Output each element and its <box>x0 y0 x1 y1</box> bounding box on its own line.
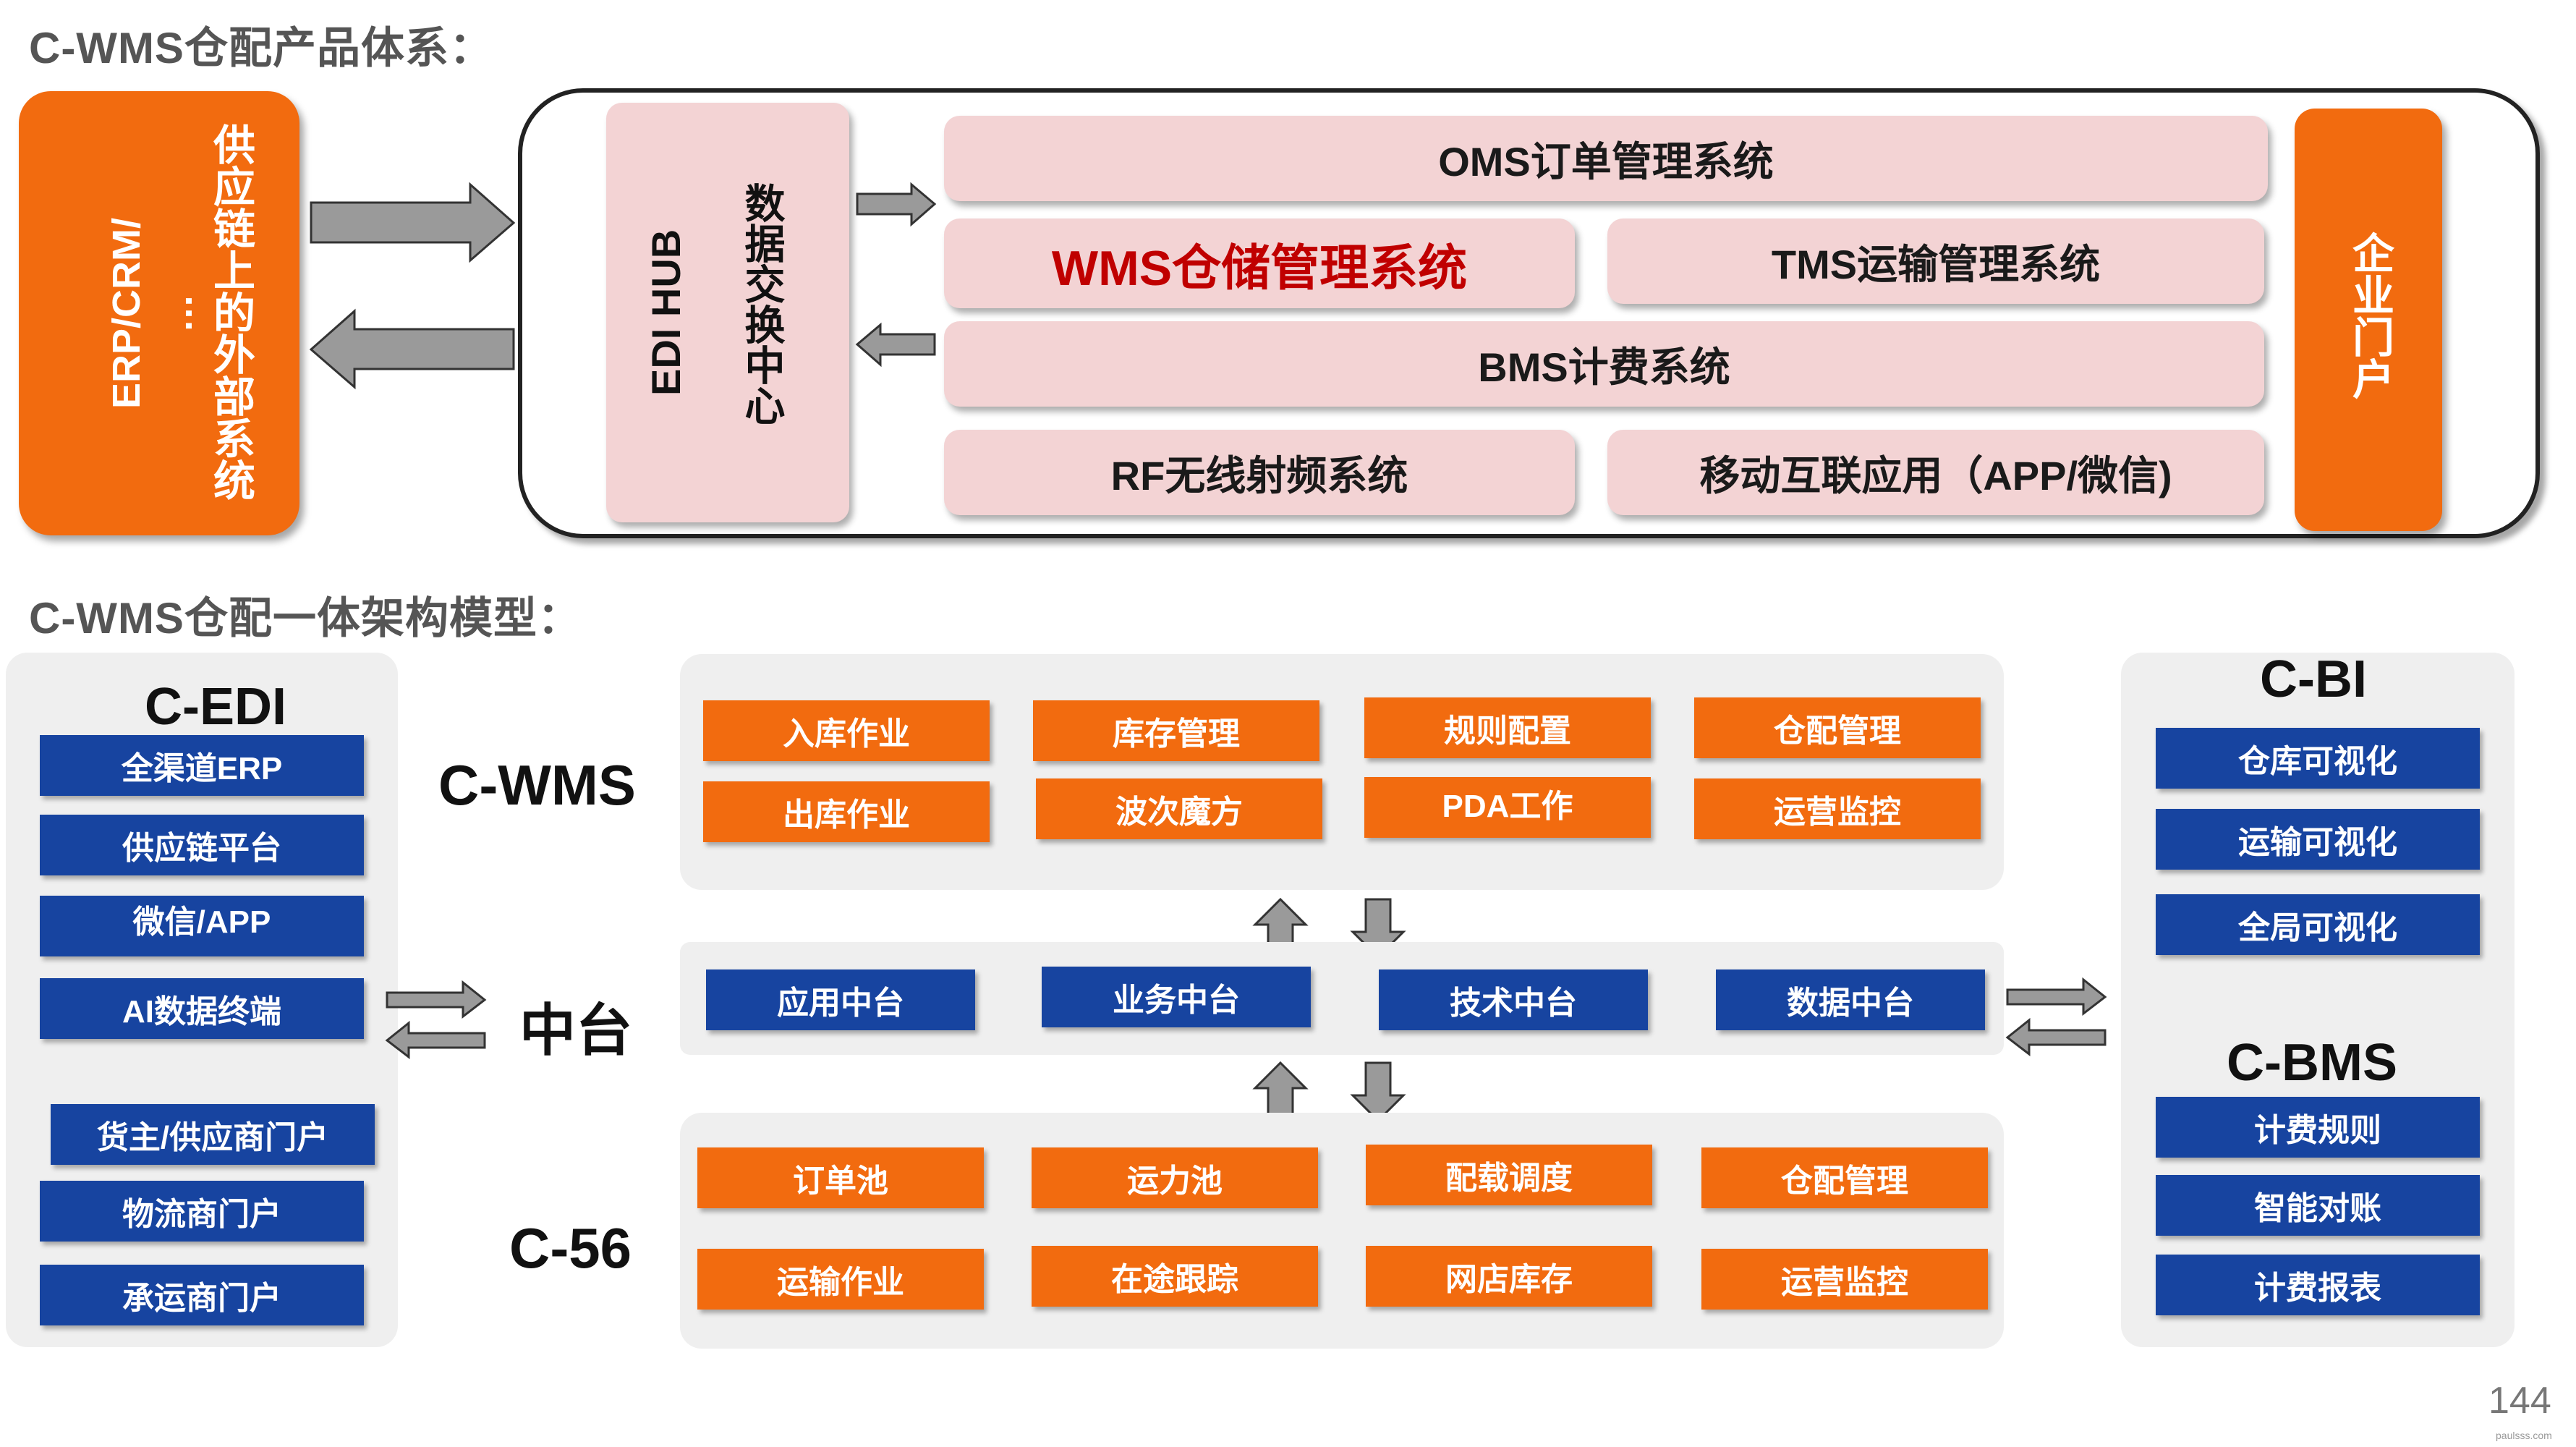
data-exchange-label: 数据交换中心 <box>739 182 785 425</box>
edi-item: AI数据终端 <box>40 978 364 1039</box>
cwms-item: 库存管理 <box>1033 700 1319 761</box>
cwms-item: 出库作业 <box>703 781 990 842</box>
exchange-arrows <box>309 182 516 390</box>
zhongtai-item: 业务中台 <box>1042 967 1311 1027</box>
edi-item: 微信/APP <box>40 896 364 956</box>
c-bms-title: C-BMS <box>2227 1034 2397 1092</box>
c-wms-label: C-WMS <box>438 753 636 817</box>
small-right-arrow-icon <box>856 182 937 227</box>
right-arrow-icon <box>386 980 487 1019</box>
zhongtai-item: 应用中台 <box>706 969 975 1030</box>
c56-item: 运输作业 <box>697 1249 984 1310</box>
small-left-arrow-icon <box>855 322 936 368</box>
enterprise-portal-box: 企业门户 <box>2295 109 2442 531</box>
bi-item: 运输可视化 <box>2156 809 2480 870</box>
zhongtai-item: 数据中台 <box>1716 969 1985 1030</box>
cwms-item: 波次魔方 <box>1036 778 1322 839</box>
cwms-item: 运营监控 <box>1694 778 1981 839</box>
bi-item: 仓库可视化 <box>2156 728 2480 789</box>
zhongtai-label: 中台 <box>519 998 633 1062</box>
c-wms-panel <box>680 654 2004 890</box>
page-number: 144 <box>2488 1380 2551 1422</box>
left-exchange-arrows <box>385 980 487 1060</box>
c-edi-title: C-EDI <box>145 678 286 736</box>
oms-box: OMS订单管理系统 <box>944 116 2268 201</box>
tms-box: TMS运输管理系统 <box>1607 218 2264 304</box>
c56-item: 在途跟踪 <box>1032 1246 1318 1307</box>
right-exchange-arrows <box>2005 977 2107 1057</box>
left-arrow-icon <box>309 308 515 390</box>
c56-item: 仓配管理 <box>1701 1147 1988 1208</box>
c56-item: 网店库存 <box>1366 1246 1652 1307</box>
cwms-item: 入库作业 <box>703 700 990 761</box>
portal-item: 承运商门户 <box>40 1265 364 1325</box>
watermark: paulsss.com <box>2496 1430 2552 1441</box>
wms-box: WMS仓储管理系统 <box>944 218 1575 308</box>
down-arrow-icon <box>1350 1061 1406 1123</box>
external-systems-box: ERP/CRM/ … 供应链上的外部系统 <box>19 91 299 535</box>
up-arrow-icon <box>1252 1061 1309 1122</box>
right-arrow-icon <box>2006 977 2107 1017</box>
cwms-item: 仓配管理 <box>1694 697 1981 758</box>
left-arrow-icon <box>2005 1017 2107 1057</box>
bms-item: 智能对账 <box>2156 1175 2480 1236</box>
section-title-architecture: C-WMS仓配一体架构模型： <box>29 594 582 642</box>
zhongtai-c56-arrows <box>1252 1061 1406 1123</box>
bms-item: 计费规则 <box>2156 1097 2480 1158</box>
ellipsis-label: … <box>157 294 200 333</box>
mobile-app-box: 移动互联应用（APP/微信) <box>1607 430 2264 515</box>
left-arrow-icon <box>385 1020 486 1060</box>
bi-item: 全局可视化 <box>2156 894 2480 955</box>
edi-hub-box: EDI HUB 数据交换中心 <box>606 103 849 522</box>
edi-arrows <box>855 182 937 368</box>
bms-box: BMS计费系统 <box>944 321 2264 407</box>
portal-item: 物流商门户 <box>40 1181 364 1242</box>
cwms-item: 规则配置 <box>1364 697 1651 758</box>
rf-box: RF无线射频系统 <box>944 430 1575 515</box>
c56-item: 运营监控 <box>1701 1249 1988 1310</box>
enterprise-portal-label: 企业门户 <box>2346 232 2393 399</box>
zhongtai-item: 技术中台 <box>1379 969 1648 1030</box>
c56-item: 订单池 <box>697 1147 984 1208</box>
portal-item: 货主/供应商门户 <box>51 1104 375 1165</box>
erp-crm-label: ERP/CRM/ <box>105 218 148 410</box>
section-title-product-system: C-WMS仓配产品体系： <box>29 24 493 72</box>
bms-item: 计费报表 <box>2156 1255 2480 1315</box>
edi-item: 供应链平台 <box>40 815 364 875</box>
c56-item: 配载调度 <box>1366 1145 1652 1205</box>
c56-item: 运力池 <box>1032 1147 1318 1208</box>
edi-hub-label: EDI HUB <box>643 229 689 396</box>
edi-item: 全渠道ERP <box>40 735 364 796</box>
cwms-item: PDA工作 <box>1364 777 1651 838</box>
c-56-label: C-56 <box>509 1216 632 1280</box>
right-arrow-icon <box>310 182 516 263</box>
external-systems-label: 供应链上的外部系统 <box>207 123 254 501</box>
c-bi-title: C-BI <box>2260 650 2367 708</box>
